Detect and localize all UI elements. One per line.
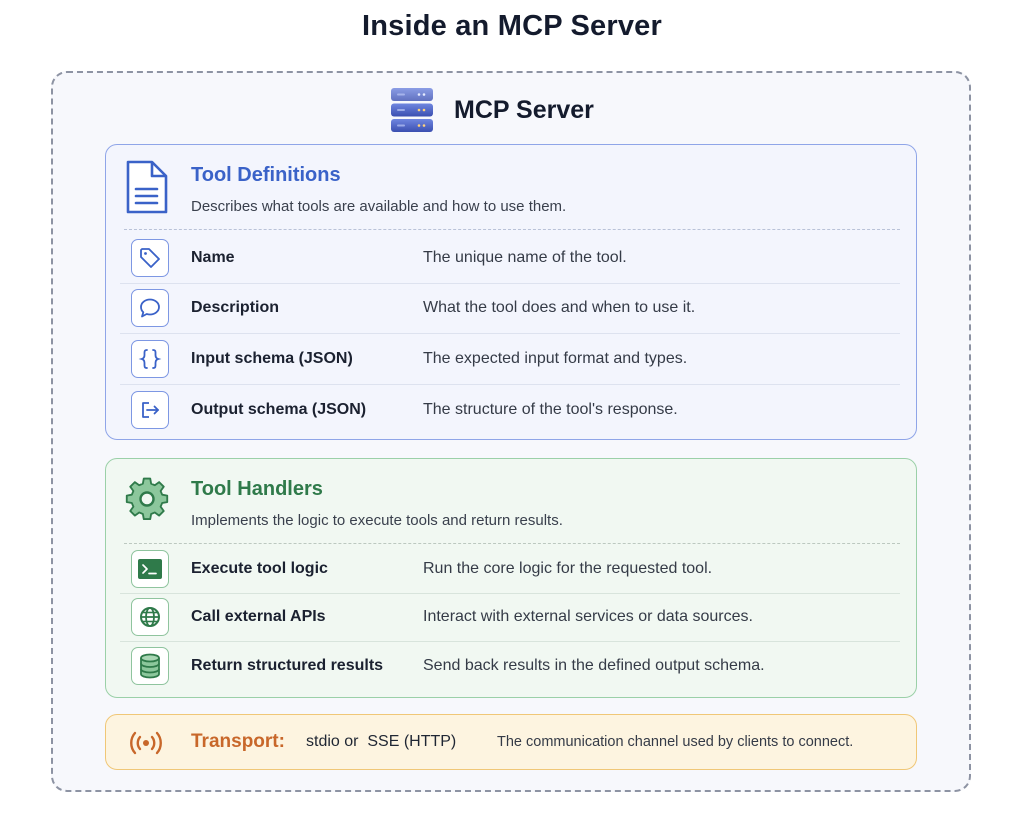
handler-rows: Execute tool logic Run the core logic fo… (120, 545, 900, 691)
row-description: Run the core logic for the requested too… (423, 559, 713, 577)
row-description: Send back results in the defined output … (423, 657, 765, 675)
transport-label: Transport: (191, 731, 285, 752)
transport-bar: Transport: stdio or SSE (HTTP) The commu… (105, 714, 917, 770)
tag-icon (131, 238, 169, 277)
section-subtitle: Implements the logic to execute tools an… (191, 512, 563, 529)
handler-row-external-apis: Call external APIs Interact with externa… (120, 594, 900, 642)
definition-row-input-schema: Input schema (JSON) The expected input f… (120, 334, 900, 385)
row-description: The unique name of the tool. (423, 248, 627, 266)
divider (124, 543, 900, 544)
row-label: Name (191, 248, 235, 266)
document-icon (126, 160, 168, 214)
speech-bubble-icon (131, 289, 169, 328)
row-description: The structure of the tool's response. (423, 400, 678, 418)
terminal-icon (131, 549, 169, 588)
page-title: Inside an MCP Server (361, 10, 663, 42)
row-label: Call external APIs (191, 608, 326, 626)
row-description: What the tool does and when to use it. (423, 299, 696, 317)
definition-row-description: Description What the tool does and when … (120, 284, 900, 334)
definition-row-name: Name The unique name of the tool. (120, 233, 900, 284)
row-description: The expected input format and types. (423, 349, 688, 367)
section-title: Tool Definitions (191, 164, 341, 186)
row-label: Input schema (JSON) (191, 349, 353, 367)
definition-rows: Name The unique name of the tool. Descri… (120, 233, 900, 435)
server-header: MCP Server (390, 86, 594, 134)
section-subtitle: Describes what tools are available and h… (191, 198, 567, 215)
gear-icon (125, 477, 169, 521)
divider (124, 229, 900, 230)
curly-braces-icon (131, 339, 169, 378)
handler-row-structured-results: Return structured results Send back resu… (120, 642, 900, 691)
transport-value: stdio or SSE (HTTP) (306, 733, 457, 750)
globe-icon (131, 598, 169, 637)
database-icon (131, 647, 169, 686)
tool-definitions-section: Tool Definitions Describes what tools ar… (105, 144, 917, 440)
output-arrow-icon (131, 390, 169, 429)
handler-row-execute: Execute tool logic Run the core logic fo… (120, 545, 900, 594)
transport-description: The communication channel used by client… (497, 734, 854, 750)
server-stack-icon (391, 88, 433, 132)
row-label: Output schema (JSON) (191, 400, 367, 418)
definition-row-output-schema: Output schema (JSON) The structure of th… (120, 385, 900, 436)
tool-handlers-section: Tool Handlers Implements the logic to ex… (105, 458, 917, 698)
section-title: Tool Handlers (191, 478, 323, 500)
server-title: MCP Server (454, 95, 594, 124)
row-label: Description (191, 299, 280, 317)
row-description: Interact with external services or data … (423, 608, 753, 626)
row-label: Execute tool logic (191, 559, 328, 577)
broadcast-icon (130, 731, 162, 755)
row-label: Return structured results (191, 657, 384, 675)
